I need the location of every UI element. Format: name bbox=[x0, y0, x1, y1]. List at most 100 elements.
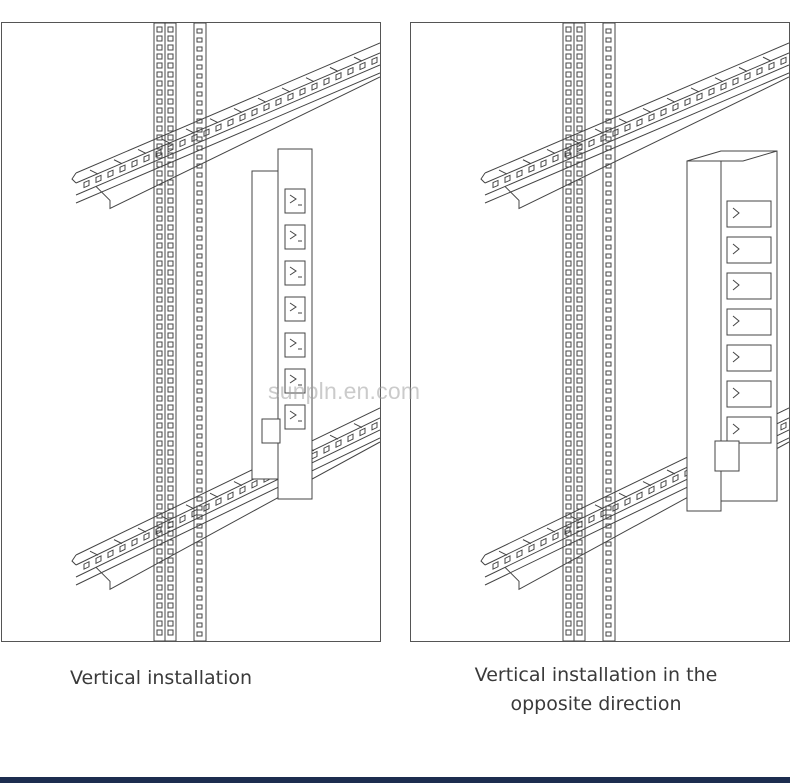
rail-top-hole bbox=[648, 113, 655, 122]
rack-post-hole-l bbox=[565, 467, 572, 474]
rail-top-slot bbox=[690, 87, 700, 93]
rack-post-hole-r bbox=[167, 395, 174, 402]
rack-post-hole-l bbox=[156, 458, 163, 465]
rack-post-hole-l bbox=[156, 35, 163, 42]
rail-bottom-hole bbox=[83, 560, 90, 570]
rack-post-hole-rear bbox=[605, 541, 612, 547]
rail-top-hole bbox=[287, 92, 294, 102]
rack-post-hole-r bbox=[576, 170, 583, 177]
rack-post-hole-rear bbox=[605, 442, 612, 448]
rack-post-hole-r bbox=[576, 332, 583, 339]
rack-post-hole-rear bbox=[196, 55, 203, 61]
rack-post-hole-l bbox=[565, 206, 572, 213]
rail-bottom-slot bbox=[89, 550, 99, 556]
pdu-outlet-icon bbox=[726, 344, 772, 372]
rack-post-hole-r bbox=[167, 413, 174, 420]
rack-post-hole-l bbox=[156, 602, 163, 609]
rail-top-hole bbox=[83, 179, 90, 189]
rail-bottom bbox=[71, 407, 380, 591]
rail-top-hole bbox=[732, 77, 739, 86]
rack-post-hole-r bbox=[576, 197, 583, 204]
rail-top bbox=[71, 42, 380, 210]
rack-post-hole-l bbox=[565, 458, 572, 465]
rack-post-hole-r bbox=[576, 152, 583, 159]
rail-bottom-hole bbox=[227, 491, 234, 501]
rack-post-hole-r bbox=[576, 404, 583, 411]
rack-post-hole-r bbox=[167, 224, 174, 231]
rack-post-hole-r bbox=[576, 503, 583, 510]
rail-bottom-slot bbox=[570, 515, 580, 521]
rail-top-slot bbox=[498, 169, 508, 175]
rail-top-slot bbox=[257, 97, 267, 103]
rack-post-hole-r bbox=[576, 278, 583, 285]
rack-post-hole-l bbox=[156, 377, 163, 384]
rack-post-hole-rear bbox=[605, 163, 612, 169]
rack-post-hole-rear bbox=[605, 181, 612, 187]
rack-post-hole-rear bbox=[605, 253, 612, 259]
rail-top-edge-2 bbox=[484, 64, 789, 196]
rack-post-hole-l bbox=[156, 134, 163, 141]
rail-top-slot bbox=[594, 128, 604, 134]
rack-post-hole-l bbox=[565, 548, 572, 555]
rail-bottom-slot bbox=[209, 492, 219, 498]
rack-post-hole-rear bbox=[196, 388, 203, 394]
rack-post-hole-l bbox=[156, 620, 163, 627]
rack-post-hole-rear bbox=[605, 172, 612, 178]
pdu-outlet-icon bbox=[726, 308, 772, 336]
rail-bottom-hole bbox=[672, 473, 679, 483]
rail-top-edge-0 bbox=[484, 42, 789, 174]
rack-post-hole-rear bbox=[605, 37, 612, 43]
pdu-outlet-pins bbox=[289, 410, 302, 422]
rack-post-hole-r bbox=[167, 431, 174, 438]
rack-post-hole-l bbox=[156, 53, 163, 60]
rack-post-hole-r bbox=[167, 557, 174, 564]
rack-post-hole-r bbox=[576, 296, 583, 303]
pdu-outlet-pins bbox=[289, 194, 302, 206]
rack-post-hole-rear bbox=[605, 577, 612, 583]
rail-bottom-hole bbox=[564, 526, 571, 536]
rack-post-hole-l bbox=[156, 359, 163, 366]
rack-post-hole-l bbox=[156, 26, 163, 33]
rack-post-hole-rear bbox=[196, 82, 203, 88]
rail-top-slot bbox=[546, 149, 556, 154]
rack-post-hole-r bbox=[576, 89, 583, 96]
rack-post-hole-r bbox=[576, 602, 583, 609]
rack-post-hole-rear bbox=[605, 154, 612, 160]
rack-post-hole-r bbox=[167, 170, 174, 177]
rack-post-hole-rear bbox=[605, 613, 612, 619]
rack-post-hole-l bbox=[565, 368, 572, 375]
rack-post-hole-rear bbox=[196, 397, 203, 403]
rail-top-hole bbox=[227, 118, 234, 127]
rack-post-hole-rear bbox=[196, 379, 203, 385]
rack-post-hole-l bbox=[565, 314, 572, 321]
rail-bottom-hole bbox=[528, 543, 535, 553]
rack-post-hole-rear bbox=[196, 127, 203, 133]
rail-top-hole bbox=[251, 107, 258, 117]
rail-top-slot bbox=[738, 66, 748, 72]
rack-post-hole-rear bbox=[196, 604, 203, 610]
rack-post-hole-r bbox=[576, 26, 583, 33]
rack-post-hole-l bbox=[156, 332, 163, 339]
rack-post-hole-r bbox=[576, 557, 583, 564]
rail-top-hole bbox=[660, 107, 667, 117]
rack-post-hole-l bbox=[565, 476, 572, 483]
rack-post-hole-r bbox=[167, 125, 174, 132]
rack-post-hole-rear bbox=[196, 37, 203, 43]
rack-post-hole-rear bbox=[196, 316, 203, 322]
rail-top-slot bbox=[233, 107, 243, 113]
rack-post-hole-r bbox=[576, 287, 583, 294]
rack-post-hole-rear bbox=[605, 316, 612, 322]
rail-bottom-hole bbox=[107, 549, 114, 559]
rack-post-hole-r bbox=[576, 116, 583, 123]
rack-post-hole-rear bbox=[605, 433, 612, 439]
rack-post-hole-r bbox=[167, 530, 174, 537]
rack-post-hole-rear bbox=[196, 307, 203, 313]
rack-post-hole-l bbox=[156, 179, 163, 186]
rail-top-hole bbox=[552, 154, 559, 163]
rail-top-hole bbox=[143, 154, 150, 163]
rail-bottom-slot bbox=[161, 515, 171, 521]
rack-post-hole-l bbox=[565, 152, 572, 159]
pdu-outlet-pins bbox=[289, 374, 302, 386]
rack-post-hole-rear bbox=[605, 550, 612, 556]
rail-top-flange-tip bbox=[71, 172, 77, 184]
